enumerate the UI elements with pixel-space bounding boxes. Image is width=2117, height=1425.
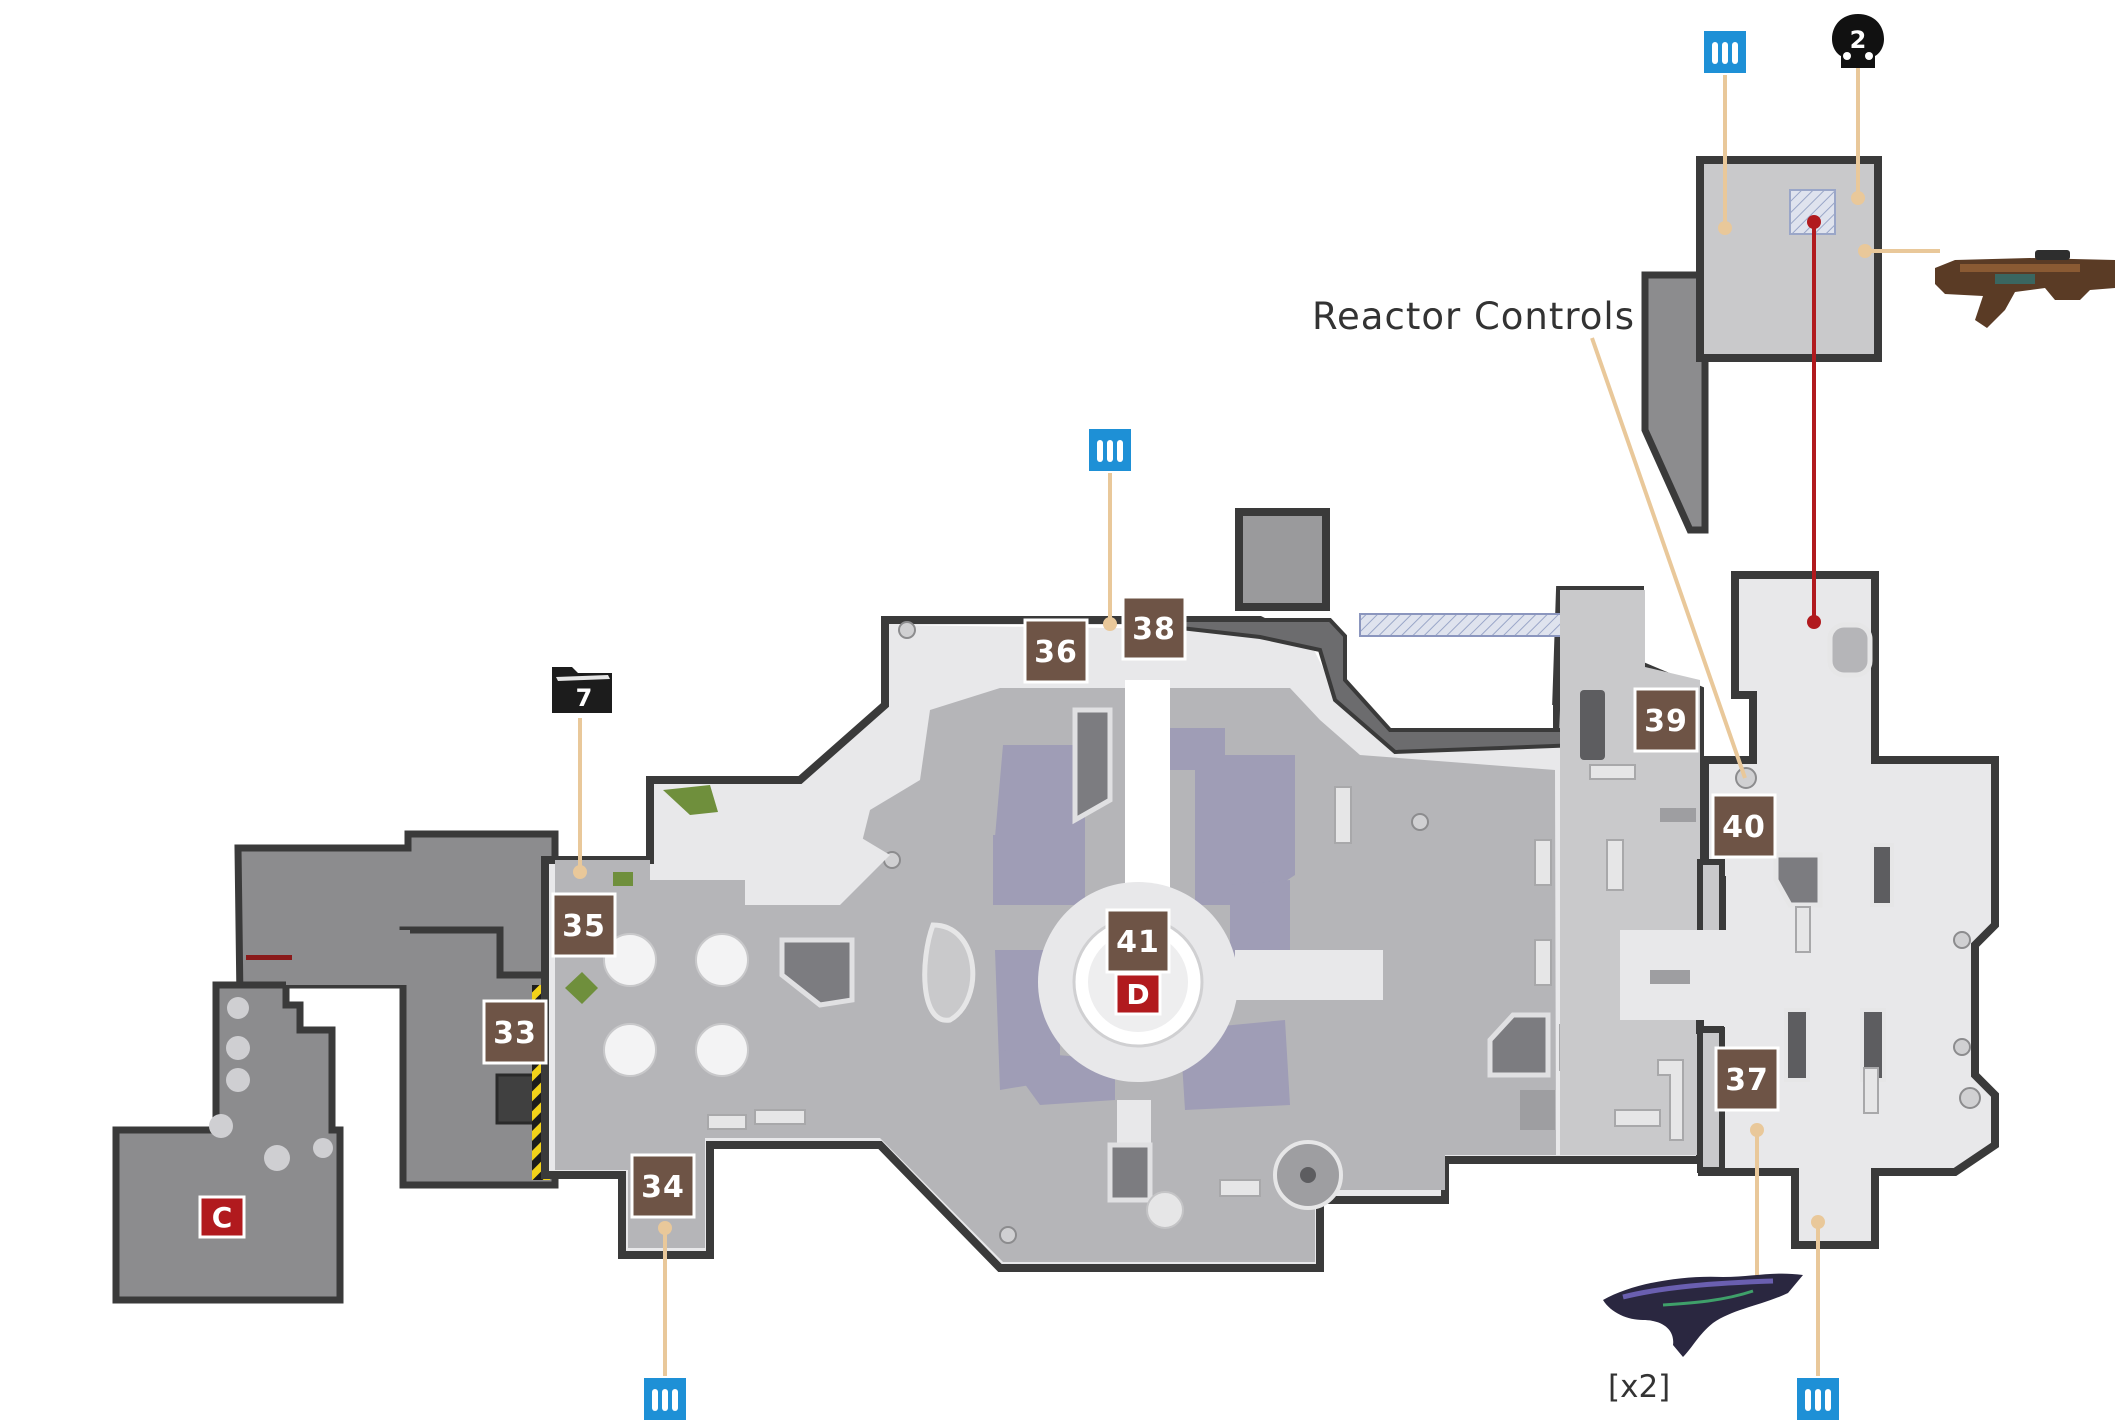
leader-dots [573, 191, 1872, 1235]
marker-label: 33 [493, 1016, 537, 1051]
ammo-crate-icon [1087, 427, 1133, 473]
marker-label: 41 [1116, 925, 1160, 960]
marker-label: 37 [1725, 1063, 1769, 1098]
northeast-room [1641, 156, 1882, 534]
marker-label: 38 [1132, 612, 1176, 647]
marker-39[interactable]: 39 [1633, 687, 1699, 753]
leader-lines [578, 68, 1940, 1383]
marker-40[interactable]: 40 [1711, 793, 1777, 859]
marker-35[interactable]: 35 [551, 892, 617, 958]
marker-37[interactable]: 37 [1714, 1046, 1780, 1112]
zone-label: C [212, 1201, 233, 1234]
marker-label: 39 [1644, 704, 1688, 739]
intel-number: 7 [576, 684, 593, 712]
marker-label: 35 [562, 909, 606, 944]
east-rooms [1560, 571, 1999, 1249]
marker-38[interactable]: 38 [1121, 595, 1187, 661]
zone-marker-c[interactable]: C [198, 1195, 246, 1239]
weapon-rifle-icon [1935, 250, 2115, 328]
skull-number: 2 [1850, 26, 1867, 54]
weapon-plasma-icon [1603, 1273, 1803, 1357]
zone-label: D [1126, 978, 1149, 1011]
teleport-link [1807, 215, 1821, 629]
folder-icon[interactable]: 7 [552, 667, 612, 713]
marker-label: 34 [641, 1170, 685, 1205]
ammo-crate-icon [642, 1376, 688, 1422]
weapon-count-label: [x2] [1608, 1369, 1670, 1405]
reactor-controls-label: Reactor Controls [1312, 295, 1635, 338]
zone-marker-d[interactable]: D [1114, 972, 1162, 1016]
skull-icon: 2 [1832, 14, 1884, 68]
marker-label: 36 [1034, 635, 1078, 670]
ammo-crate-icon [1702, 29, 1748, 75]
marker-label: 40 [1722, 810, 1766, 845]
marker-41[interactable]: 41 [1105, 908, 1171, 974]
marker-33[interactable]: 33 [482, 999, 548, 1065]
marker-36[interactable]: 36 [1023, 618, 1089, 684]
ammo-crate-icon [1795, 1376, 1841, 1422]
west-corridor [112, 830, 559, 1304]
marker-34[interactable]: 34 [630, 1153, 696, 1219]
